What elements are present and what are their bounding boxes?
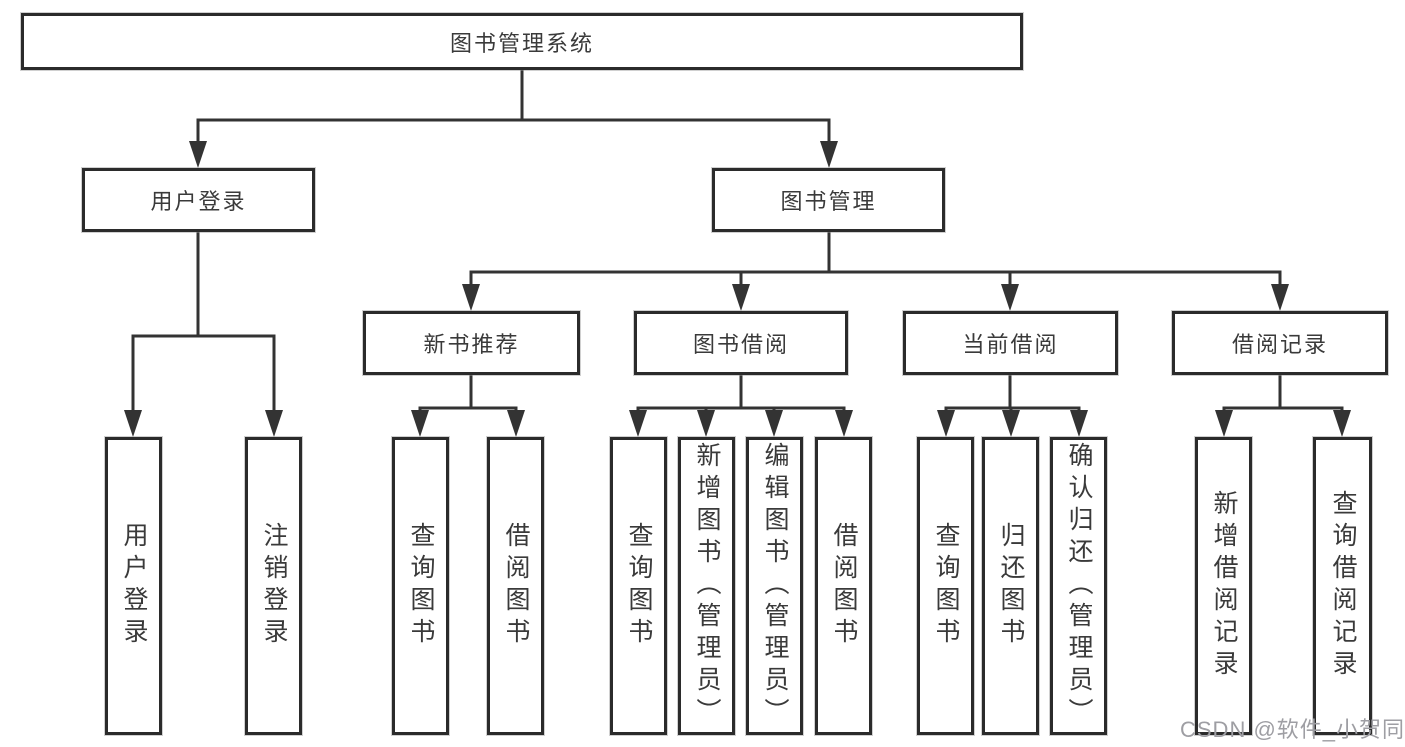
arrow-down-icon bbox=[835, 410, 853, 437]
arrow-down-icon bbox=[462, 284, 480, 311]
leaf-return-book: 归还图书 bbox=[982, 437, 1039, 735]
node-current-borrowing-label: 当前借阅 bbox=[962, 332, 1059, 357]
leaf-query-borrow-record-label: 查询借阅记录 bbox=[1329, 490, 1357, 682]
leaf-query-books-borrowing: 查询图书 bbox=[610, 437, 667, 735]
arrow-down-icon bbox=[1271, 284, 1289, 311]
arrow-down-icon bbox=[629, 410, 647, 437]
leaf-borrow-books-borrowing-label: 借阅图书 bbox=[830, 522, 858, 650]
leaf-confirm-return-admin: 确认归还（管理员） bbox=[1050, 437, 1107, 735]
leaf-user-login: 用户登录 bbox=[105, 437, 162, 735]
node-user-login: 用户登录 bbox=[82, 168, 315, 232]
arrow-down-icon bbox=[937, 410, 955, 437]
node-borrow-records: 借阅记录 bbox=[1172, 311, 1388, 375]
leaf-borrow-books-recommend-label: 借阅图书 bbox=[502, 522, 530, 650]
arrow-down-icon bbox=[265, 410, 283, 437]
arrow-down-icon bbox=[765, 410, 783, 437]
node-user-login-label: 用户登录 bbox=[150, 189, 247, 214]
node-root-label: 图书管理系统 bbox=[449, 30, 594, 56]
leaf-edit-book-admin-label: 编辑图书（管理员） bbox=[761, 442, 789, 730]
arrow-down-icon bbox=[1002, 410, 1020, 437]
arrow-down-icon bbox=[820, 141, 838, 168]
arrow-down-icon bbox=[1070, 410, 1088, 437]
node-root: 图书管理系统 bbox=[21, 13, 1023, 70]
leaf-query-books-recommend-label: 查询图书 bbox=[407, 522, 435, 650]
arrow-down-icon bbox=[732, 284, 750, 311]
arrow-down-icon bbox=[507, 410, 525, 437]
leaf-query-books-current-label: 查询图书 bbox=[932, 522, 960, 650]
leaf-confirm-return-admin-label: 确认归还（管理员） bbox=[1065, 442, 1093, 730]
leaf-query-books-borrowing-label: 查询图书 bbox=[625, 522, 653, 650]
arrow-down-icon bbox=[1215, 410, 1233, 437]
watermark: CSDN @软件_小贺同学 bbox=[1180, 717, 1405, 742]
leaf-edit-book-admin: 编辑图书（管理员） bbox=[746, 437, 803, 735]
leaf-return-book-label: 归还图书 bbox=[997, 522, 1025, 650]
arrowheads-group bbox=[124, 141, 1351, 437]
leaf-add-borrow-record: 新增借阅记录 bbox=[1195, 437, 1252, 735]
leaf-borrow-books-recommend: 借阅图书 bbox=[487, 437, 544, 735]
arrow-down-icon bbox=[189, 141, 207, 168]
leaf-user-login-label: 用户登录 bbox=[120, 522, 148, 650]
leaf-logout-label: 注销登录 bbox=[260, 522, 288, 650]
leaf-query-borrow-record: 查询借阅记录 bbox=[1313, 437, 1372, 735]
node-current-borrowing: 当前借阅 bbox=[903, 311, 1118, 375]
leaf-logout: 注销登录 bbox=[245, 437, 302, 735]
node-book-borrowing: 图书借阅 bbox=[634, 311, 848, 375]
leaf-query-books-recommend: 查询图书 bbox=[392, 437, 449, 735]
node-book-management-label: 图书管理 bbox=[780, 189, 877, 214]
leaf-add-borrow-record-label: 新增借阅记录 bbox=[1210, 490, 1238, 682]
node-book-management: 图书管理 bbox=[712, 168, 945, 232]
node-borrow-records-label: 借阅记录 bbox=[1231, 332, 1328, 357]
leaf-add-book-admin-label: 新增图书（管理员） bbox=[693, 442, 721, 730]
node-new-book-recommend-label: 新书推荐 bbox=[423, 332, 520, 357]
leaf-query-books-current: 查询图书 bbox=[917, 437, 974, 735]
node-book-borrowing-label: 图书借阅 bbox=[692, 332, 789, 357]
leaf-add-book-admin: 新增图书（管理员） bbox=[678, 437, 735, 735]
arrow-down-icon bbox=[1333, 410, 1351, 437]
arrow-down-icon bbox=[411, 410, 429, 437]
leaf-borrow-books-borrowing: 借阅图书 bbox=[815, 437, 872, 735]
arrow-down-icon bbox=[124, 410, 142, 437]
node-new-book-recommend: 新书推荐 bbox=[363, 311, 580, 375]
arrow-down-icon bbox=[1001, 284, 1019, 311]
arrow-down-icon bbox=[697, 410, 715, 437]
